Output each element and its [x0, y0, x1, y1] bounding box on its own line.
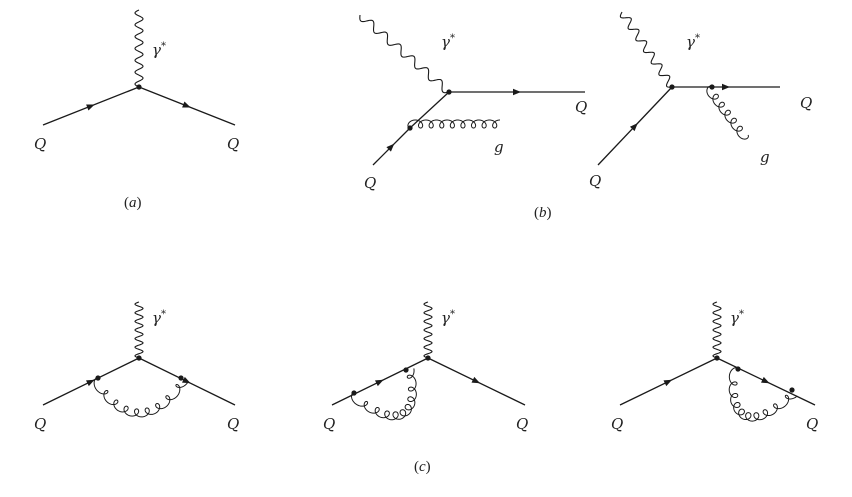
- arrow-icon: [663, 379, 673, 387]
- photon-label: γ*: [152, 42, 166, 58]
- arrow-icon: [761, 376, 770, 384]
- photon-line: [359, 14, 450, 94]
- star-superscript: *: [738, 309, 744, 320]
- arrow-icon: [182, 376, 191, 384]
- vertex-dot: [735, 366, 741, 372]
- star-superscript: *: [694, 33, 700, 44]
- photon-label: γ*: [152, 310, 166, 326]
- arrow-icon: [182, 101, 191, 108]
- star-superscript: *: [449, 309, 455, 320]
- quark-line: [409, 91, 450, 129]
- quark-label: Q: [806, 415, 819, 433]
- quark-label: Q: [364, 174, 377, 192]
- gluon-line: [407, 119, 501, 129]
- gluon-line: [706, 85, 749, 140]
- vertex-dot: [709, 84, 715, 90]
- vertex-dot: [178, 375, 184, 381]
- quark-label: Q: [34, 415, 47, 433]
- photon-symbol: γ: [441, 309, 450, 327]
- vertex-dot: [446, 89, 452, 95]
- star-superscript: *: [160, 309, 166, 320]
- quark-label: Q: [800, 94, 813, 112]
- gluon-line: [93, 377, 189, 418]
- photon-symbol: γ: [686, 33, 695, 51]
- vertex-dot: [136, 355, 142, 361]
- arrow-icon: [722, 83, 730, 91]
- photon-label: γ*: [686, 34, 700, 50]
- gluon-label: g: [760, 148, 770, 166]
- arrow-icon: [513, 88, 521, 96]
- vertex-dot: [403, 367, 409, 373]
- quark-label: Q: [589, 172, 602, 190]
- gluon-label: g: [494, 138, 504, 156]
- arrow-icon: [386, 143, 395, 152]
- vertex-dot: [669, 84, 675, 90]
- quark-label: Q: [575, 98, 588, 116]
- photon-symbol: γ: [441, 33, 450, 51]
- vertex-dot: [789, 387, 795, 393]
- quark-label: Q: [611, 415, 624, 433]
- photon-label: γ*: [441, 34, 455, 50]
- arrow-icon: [86, 379, 95, 387]
- caption-b: (b): [534, 205, 552, 221]
- vertex-dot: [714, 355, 720, 361]
- quark-label: Q: [516, 415, 529, 433]
- arrow-icon: [86, 104, 95, 111]
- arrow-icon: [375, 379, 384, 387]
- vertex-dot: [351, 390, 357, 396]
- photon-line: [619, 11, 673, 88]
- arrow-icon: [629, 123, 638, 132]
- star-superscript: *: [449, 33, 455, 44]
- vertex-dot: [407, 125, 413, 131]
- vertex-dot: [136, 84, 142, 90]
- star-superscript: *: [160, 41, 166, 52]
- vertex-dot: [95, 375, 101, 381]
- photon-line: [134, 9, 144, 88]
- quark-label: Q: [227, 135, 240, 153]
- quark-label: Q: [34, 135, 47, 153]
- gluon-line: [351, 368, 417, 421]
- arrow-icon: [471, 376, 481, 384]
- photon-symbol: γ: [152, 309, 161, 327]
- gluon-line: [728, 367, 798, 422]
- quark-label: Q: [323, 415, 336, 433]
- caption-c: (c): [414, 459, 431, 475]
- quark-label: Q: [227, 415, 240, 433]
- photon-line: [423, 301, 433, 359]
- photon-label: γ*: [730, 310, 744, 326]
- caption-a: (a): [124, 195, 142, 211]
- photon-line: [134, 301, 144, 359]
- photon-symbol: γ: [152, 41, 161, 59]
- vertex-dot: [425, 355, 431, 361]
- photon-line: [712, 301, 722, 359]
- photon-symbol: γ: [730, 309, 739, 327]
- photon-label: γ*: [441, 310, 455, 326]
